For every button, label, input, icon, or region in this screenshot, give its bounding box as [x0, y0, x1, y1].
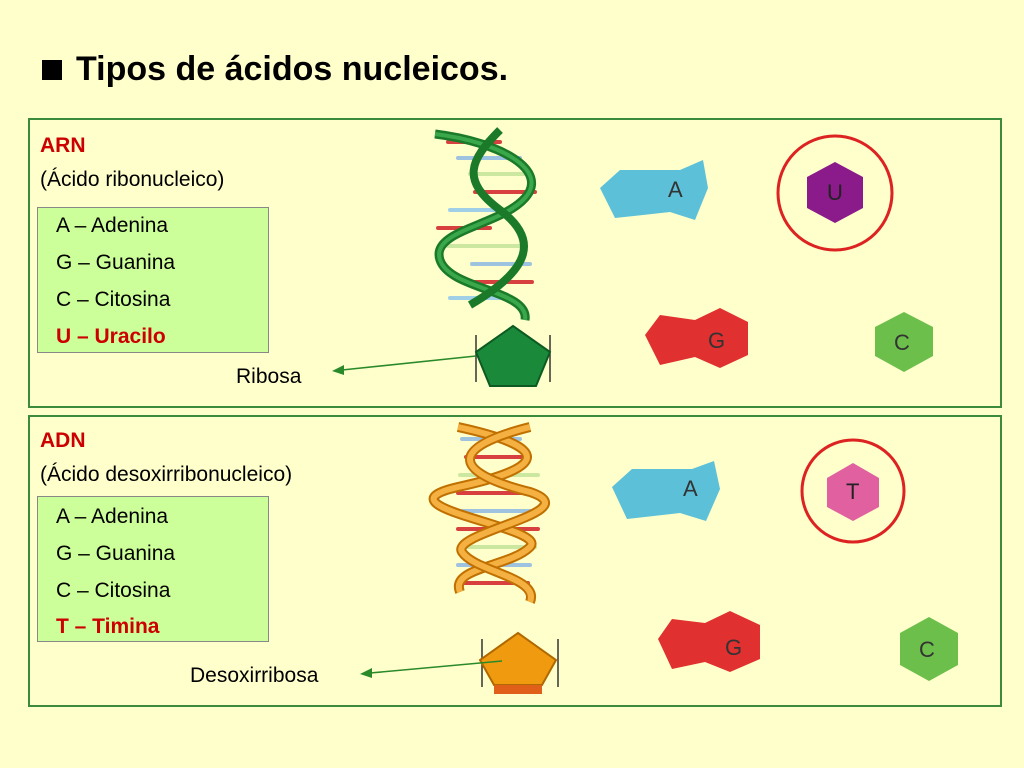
dna-base-adenine: A – Adenina — [56, 505, 169, 528]
rna-illustration: A U G C — [332, 127, 933, 387]
cytosine-letter: C — [919, 637, 935, 662]
adenine-letter: A — [668, 177, 683, 202]
adenine-shape-icon: A — [600, 160, 708, 220]
cytosine-shape-icon: C — [875, 312, 933, 372]
rna-panel: ARN (Ácido ribonucleico) A – Adenina G –… — [28, 118, 1002, 408]
dna-panel: ADN (Ácido desoxirribonucleico) A – Aden… — [28, 415, 1002, 707]
uracil-shape-icon: U — [776, 134, 894, 252]
rna-name: ARN — [40, 134, 86, 157]
title-text: Tipos de ácidos nucleicos. — [76, 50, 509, 88]
guanine-shape-icon: G — [658, 611, 760, 672]
dna-base-cytosine: C – Citosina — [56, 579, 171, 602]
deoxyribose-pentagon-icon — [478, 631, 559, 694]
cytosine-letter: C — [894, 330, 910, 355]
rna-base-cytosine: C – Citosina — [56, 288, 171, 311]
adenine-letter: A — [683, 476, 698, 501]
deoxyribose-label: Desoxirribosa — [190, 664, 319, 687]
rna-base-uracil: U – Uracilo — [56, 325, 166, 348]
dna-bases-box: A – Adenina G – Guanina C – Citosina T –… — [37, 496, 269, 642]
uracil-letter: U — [827, 180, 843, 205]
guanine-letter: G — [708, 328, 725, 353]
thymine-letter: T — [846, 479, 859, 504]
dna-base-guanine: G – Guanina — [56, 542, 176, 565]
dna-name: ADN — [40, 429, 86, 452]
ribose-label: Ribosa — [236, 365, 302, 388]
dna-base-thymine: T – Timina — [56, 615, 160, 638]
ribose-arrow-icon — [332, 355, 477, 375]
rna-bases-box: A – Adenina G – Guanina C – Citosina U –… — [37, 207, 269, 353]
rna-full-name: (Ácido ribonucleico) — [40, 168, 225, 191]
thymine-shape-icon: T — [800, 438, 906, 544]
square-bullet-icon — [42, 59, 62, 80]
rna-helix-icon — [434, 127, 537, 321]
guanine-shape-icon: G — [645, 308, 748, 368]
deoxyribose-arrow-icon — [360, 660, 503, 678]
rna-base-adenine: A – Adenina — [56, 214, 169, 237]
dna-helix-icon — [428, 422, 550, 604]
dna-illustration: A T G C — [360, 422, 958, 694]
slide-title: Tipos de ácidos nucleicos. — [42, 50, 508, 89]
dna-full-name: (Ácido desoxirribonucleico) — [40, 463, 293, 486]
guanine-letter: G — [725, 635, 742, 660]
rna-base-guanine: G – Guanina — [56, 251, 176, 274]
ribose-pentagon-icon — [474, 324, 552, 387]
cytosine-shape-icon: C — [900, 617, 958, 681]
adenine-shape-icon: A — [612, 461, 720, 521]
